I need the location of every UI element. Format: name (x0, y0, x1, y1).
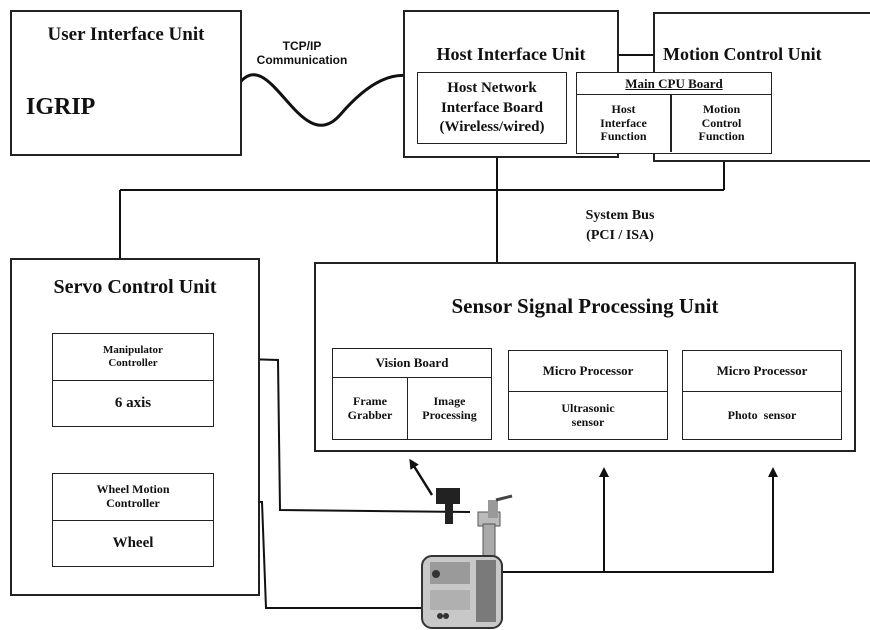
user-interface-unit: User Interface Unit IGRIP (10, 10, 242, 156)
motion-control-unit-title: Motion Control Unit (663, 44, 822, 65)
host-network-board-line3: (Wireless/wired) (418, 118, 566, 138)
camera-to-vision-arrow (412, 463, 432, 495)
host-network-board-line1: Host Network (418, 79, 566, 99)
main-cpu-board-label: Main CPU Board (577, 77, 771, 92)
ultrasonic-feed-line (498, 472, 604, 572)
tcp-ip-link (238, 75, 418, 126)
six-axis-cell: 6 axis (52, 381, 214, 427)
wheel-cell: Wheel (52, 521, 214, 567)
mobile-robot-icon (422, 488, 512, 628)
vision-board: Vision Board (332, 348, 492, 378)
system-bus-label: System Bus (PCI / ISA) (560, 206, 680, 245)
servo-control-unit-title: Servo Control Unit (12, 276, 258, 299)
photo-sensor: Photo sensor (682, 392, 842, 440)
host-interface-unit-title: Host Interface Unit (405, 44, 617, 65)
igrip-label: IGRIP (26, 94, 95, 122)
user-interface-unit-title: User Interface Unit (12, 24, 240, 46)
host-interface-function: Host Interface Function (577, 94, 671, 152)
micro-processor-photo: Micro Processor (682, 350, 842, 392)
photo-feed-line (498, 472, 773, 572)
frame-grabber: Frame Grabber (332, 378, 408, 440)
image-processing: Image Processing (408, 378, 492, 440)
wheel-motion-controller: Wheel Motion Controller (52, 473, 214, 521)
manipulator-controller: Manipulator Controller (52, 333, 214, 381)
host-network-board-line2: Interface Board (418, 99, 566, 119)
micro-processor-ultrasonic: Micro Processor (508, 350, 668, 392)
tcp-ip-label: TCP/IP Communication (246, 40, 358, 68)
motion-control-function: Motion Control Function (671, 94, 771, 152)
ultrasonic-sensor: Ultrasonic sensor (508, 392, 668, 440)
host-network-interface-board: Host Network Interface Board (Wireless/w… (417, 72, 567, 144)
sensor-signal-processing-unit-title: Sensor Signal Processing Unit (316, 294, 854, 318)
